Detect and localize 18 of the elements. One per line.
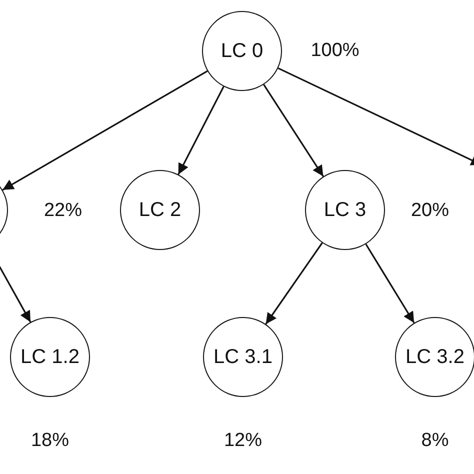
- arrow: [2, 70, 208, 191]
- node-label: LC 2: [138, 198, 182, 222]
- arrow: [263, 84, 324, 177]
- percentage-label: 12%: [224, 430, 262, 452]
- percentage-label: 20%: [410, 200, 450, 222]
- arrow: [265, 242, 323, 325]
- percentage-label: 100%: [310, 40, 360, 62]
- percentage-label: 22%: [44, 200, 82, 222]
- node-label: LC 3.2: [406, 346, 464, 368]
- node-label: LC 3: [324, 198, 366, 222]
- node-label: LC 1.2: [20, 346, 80, 368]
- node-label: LC 3.1: [214, 346, 272, 368]
- percentage-label: 18%: [30, 430, 70, 452]
- arrow: [365, 244, 415, 324]
- arrow: [178, 86, 224, 175]
- percentage-label: 8%: [421, 430, 449, 452]
- node-label: LC 0: [220, 40, 264, 62]
- arrow: [278, 67, 474, 166]
